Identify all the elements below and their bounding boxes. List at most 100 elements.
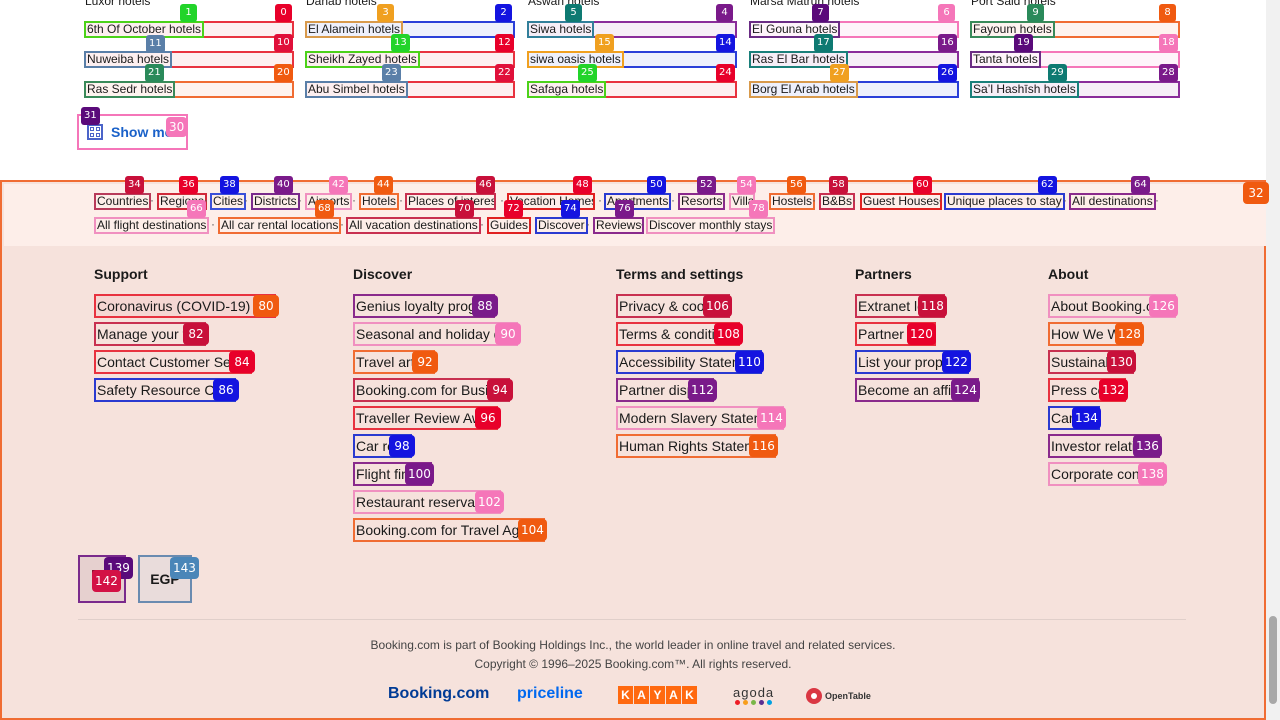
agoda-logo[interactable]: agoda: [733, 685, 775, 700]
hotel-link[interactable]: Ras El Bar hotels: [749, 51, 959, 68]
tab-discover[interactable]: Discover: [535, 217, 588, 234]
tab-cities[interactable]: Cities: [210, 193, 247, 210]
footer-link[interactable]: Coronavirus (COVID-19) FAQs: [94, 294, 276, 318]
hotel-link[interactable]: Tanta hotels: [970, 51, 1180, 68]
tab-hotels[interactable]: Hotels: [359, 193, 400, 210]
separator: ·: [480, 217, 484, 231]
booking-logo[interactable]: Booking.com: [388, 685, 490, 702]
badge: 110: [735, 351, 764, 373]
badge: 46: [476, 176, 495, 194]
tab-all-flight-destinations[interactable]: All flight destinations: [94, 217, 210, 234]
hotel-link[interactable]: El Gouna hotels: [749, 21, 959, 38]
hotel-link[interactable]: Nuweiba hotels: [84, 51, 294, 68]
footer-heading-partners: Partners: [855, 266, 912, 282]
badge: 52: [697, 176, 716, 194]
column-title[interactable]: Dahab hotels: [306, 0, 377, 8]
badge: 74: [561, 200, 580, 218]
badge: 16: [938, 34, 957, 52]
badge: 62: [1038, 176, 1057, 194]
column-title[interactable]: Luxor hotels: [85, 0, 151, 8]
opentable-icon: [806, 688, 822, 704]
badge: 29: [1048, 64, 1067, 82]
show-more-label: Show mo: [111, 124, 174, 140]
tab-reviews[interactable]: Reviews: [593, 217, 645, 234]
tab-guides[interactable]: Guides: [487, 217, 532, 234]
separator: ·: [500, 193, 504, 207]
badge: 114: [757, 407, 786, 429]
badge: 1: [180, 4, 197, 22]
badge: 23: [382, 64, 401, 82]
badge: 8: [1159, 4, 1176, 22]
hotel-link[interactable]: Borg El Arab hotels: [749, 81, 959, 98]
tab-discover-monthly-stays[interactable]: Discover monthly stays: [646, 217, 776, 234]
badge: 64: [1131, 176, 1150, 194]
badge: 76: [615, 200, 634, 218]
badge: 122: [942, 351, 971, 373]
badge: 92: [412, 351, 438, 373]
separator: ·: [528, 217, 532, 231]
badge: 11: [146, 35, 165, 53]
hotel-link[interactable]: siwa oasis hotels: [527, 51, 737, 68]
footer-link[interactable]: Booking.com for Travel Agents: [353, 518, 545, 542]
badge: 84: [229, 351, 255, 373]
badge: 44: [374, 176, 393, 194]
tab-districts[interactable]: Districts: [251, 193, 300, 210]
badge: 120: [907, 323, 936, 345]
badge: 10: [274, 34, 293, 52]
priceline-logo[interactable]: priceline: [517, 685, 583, 702]
badge: 54: [737, 176, 756, 194]
badge: 18: [1159, 34, 1178, 52]
hotel-link[interactable]: Fayoum hotels: [970, 21, 1180, 38]
badge: 128: [1115, 323, 1144, 345]
badge: 25: [578, 64, 597, 82]
scrollbar[interactable]: [1266, 0, 1280, 720]
badge: 100: [405, 463, 434, 485]
column-title[interactable]: Aswan hotels: [528, 0, 600, 8]
badge: 14: [716, 34, 735, 52]
tab-unique-places[interactable]: Unique places to stay: [944, 193, 1065, 210]
badge: 70: [455, 200, 474, 218]
badge: 12: [495, 34, 514, 52]
separator: ·: [586, 217, 590, 231]
copyright-text: Copyright © 1996–2025 Booking.com™. All …: [474, 657, 792, 671]
opentable-logo[interactable]: OpenTable: [806, 688, 871, 704]
hotel-link[interactable]: Sa’l Hashīsh hotels: [970, 81, 1180, 98]
separator: ·: [812, 193, 816, 207]
tab-all-car-rental-locations[interactable]: All car rental locations: [218, 217, 342, 234]
badge: 13: [391, 34, 410, 52]
tab-countries[interactable]: Countries: [94, 193, 152, 210]
badge: 38: [220, 176, 239, 194]
grid-icon: [87, 124, 103, 140]
badge: 27: [830, 64, 849, 82]
badge: 143: [170, 557, 199, 579]
currency-button[interactable]: EGP: [138, 555, 192, 603]
tab-guest-houses[interactable]: Guest Houses: [860, 193, 943, 210]
separator: ·: [598, 193, 602, 207]
tab-hostels[interactable]: Hostels: [769, 193, 816, 210]
hotel-link[interactable]: Abu Simbel hotels: [305, 81, 515, 98]
tab-places-of-interest[interactable]: Places of interest: [405, 193, 496, 210]
badge: 5: [565, 4, 582, 22]
column-title[interactable]: Port Said hotels: [971, 0, 1056, 8]
badge: 60: [913, 176, 932, 194]
separator: ·: [352, 193, 356, 207]
hotel-link[interactable]: Sheikh Zayed hotels: [305, 51, 515, 68]
tab-bnbs[interactable]: B&Bs: [819, 193, 856, 210]
hotel-link[interactable]: 6th Of October hotels: [84, 21, 294, 38]
tab-all-vacation-destinations[interactable]: All vacation destinations: [346, 217, 481, 234]
badge: 102: [475, 491, 504, 513]
badge: 17: [814, 34, 833, 52]
tab-all-destinations[interactable]: All destinations: [1069, 193, 1156, 210]
hotel-link[interactable]: El Alamein hotels: [305, 21, 515, 38]
scrollbar-thumb[interactable]: [1269, 616, 1277, 704]
hotel-link[interactable]: Siwa hotels: [527, 21, 737, 38]
hotel-link[interactable]: Ras Sedr hotels: [84, 81, 294, 98]
tab-resorts[interactable]: Resorts: [678, 193, 726, 210]
footer-link[interactable]: Seasonal and holiday deals: [353, 322, 518, 346]
badge: 36: [179, 176, 198, 194]
hotel-link[interactable]: Safaga hotels: [527, 81, 737, 98]
separator: ·: [640, 217, 644, 231]
badge: 2: [495, 4, 512, 22]
column-title[interactable]: Marsa Matruh hotels: [750, 0, 860, 8]
